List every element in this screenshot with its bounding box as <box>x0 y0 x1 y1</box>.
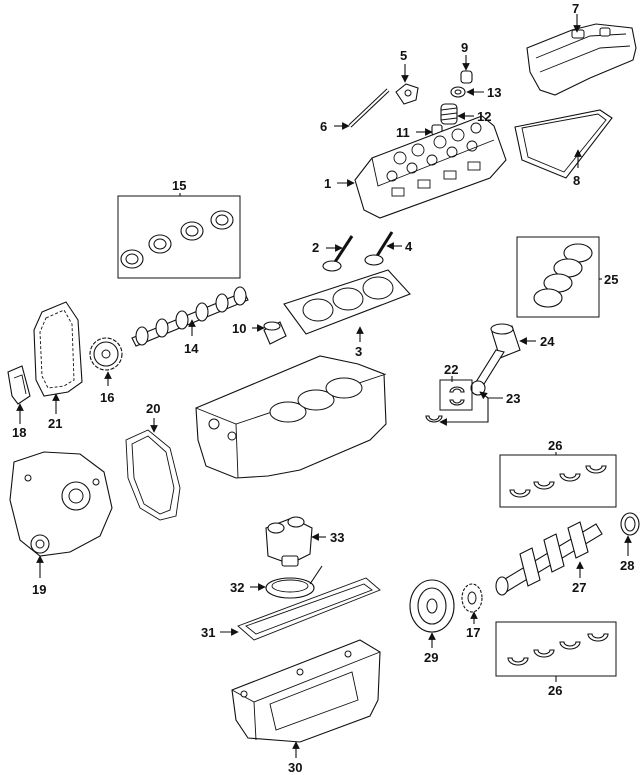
rod-bearing-part <box>425 379 473 423</box>
callout-11: 11 <box>396 125 410 140</box>
callout-9: 9 <box>461 40 468 55</box>
valve-keeper-part <box>460 70 473 84</box>
crankshaft-part <box>495 521 603 596</box>
oil-pan-gasket-part <box>237 577 381 641</box>
callouts: 7 5 9 13 12 11 6 8 1 15 2 4 25 10 3 14 2 <box>12 1 634 775</box>
callout-30: 30 <box>288 760 302 775</box>
timing-cover-gasket-part <box>125 429 181 521</box>
engine-block-part <box>195 355 387 479</box>
callout-13: 13 <box>487 85 501 100</box>
callout-27: 27 <box>572 580 586 595</box>
callout-22: 22 <box>444 362 458 377</box>
callout-18: 18 <box>12 425 26 440</box>
connecting-rod-part <box>470 349 505 396</box>
callout-10: 10 <box>232 321 246 336</box>
valve-cover-part <box>526 23 637 96</box>
callout-19: 19 <box>32 582 46 597</box>
callout-26-lower: 26 <box>548 683 562 698</box>
callout-14: 14 <box>184 341 199 356</box>
valve-spring-part <box>440 103 458 125</box>
callout-16: 16 <box>100 390 114 405</box>
callout-4: 4 <box>405 239 413 254</box>
valve-cover-gasket-part <box>514 109 613 179</box>
callout-24: 24 <box>540 334 555 349</box>
camshaft-bearings-part <box>117 195 241 279</box>
callout-25: 25 <box>604 272 618 287</box>
intake-valve-part <box>322 235 354 272</box>
callout-32: 32 <box>230 580 244 595</box>
valve-lifter-part <box>263 321 287 345</box>
oil-pickup-part <box>265 565 323 599</box>
camshaft-part <box>131 286 249 347</box>
pushrod-part <box>348 88 390 128</box>
rear-main-seal-part <box>620 512 640 536</box>
exhaust-valve-part <box>364 231 394 266</box>
callout-8: 8 <box>573 173 580 188</box>
valve-retainer-part <box>450 86 466 98</box>
callout-26-upper: 26 <box>548 438 562 453</box>
callout-5: 5 <box>400 48 407 63</box>
callout-29: 29 <box>424 650 438 665</box>
callout-28: 28 <box>620 558 634 573</box>
callout-3: 3 <box>355 344 362 359</box>
main-bearings-lower-part <box>495 621 617 677</box>
callout-20: 20 <box>146 401 160 416</box>
callout-7: 7 <box>572 1 579 16</box>
chain-tensioner-part <box>7 365 31 405</box>
callout-21: 21 <box>48 416 62 431</box>
timing-cover-part <box>9 451 113 557</box>
crankshaft-sprocket-part <box>461 583 483 613</box>
oil-pan-part <box>231 639 381 743</box>
camshaft-sprocket-part <box>89 337 123 371</box>
callout-17: 17 <box>466 625 480 640</box>
callout-15: 15 <box>172 178 186 193</box>
callout-23: 23 <box>506 391 520 406</box>
callout-1: 1 <box>324 176 331 191</box>
oil-pump-part <box>265 516 313 567</box>
callout-31: 31 <box>201 625 215 640</box>
callout-33: 33 <box>330 530 344 545</box>
harmonic-balancer-part <box>409 579 455 633</box>
piston-part <box>490 323 521 359</box>
callout-12: 12 <box>477 109 491 124</box>
timing-chain-part <box>33 301 83 397</box>
rocker-arm-part <box>395 83 419 105</box>
head-gasket-part <box>283 269 411 335</box>
callout-2: 2 <box>312 240 319 255</box>
piston-rings-part <box>516 236 600 318</box>
cylinder-head-part <box>354 115 507 219</box>
main-bearings-upper-part <box>499 454 617 508</box>
callout-6: 6 <box>320 119 327 134</box>
